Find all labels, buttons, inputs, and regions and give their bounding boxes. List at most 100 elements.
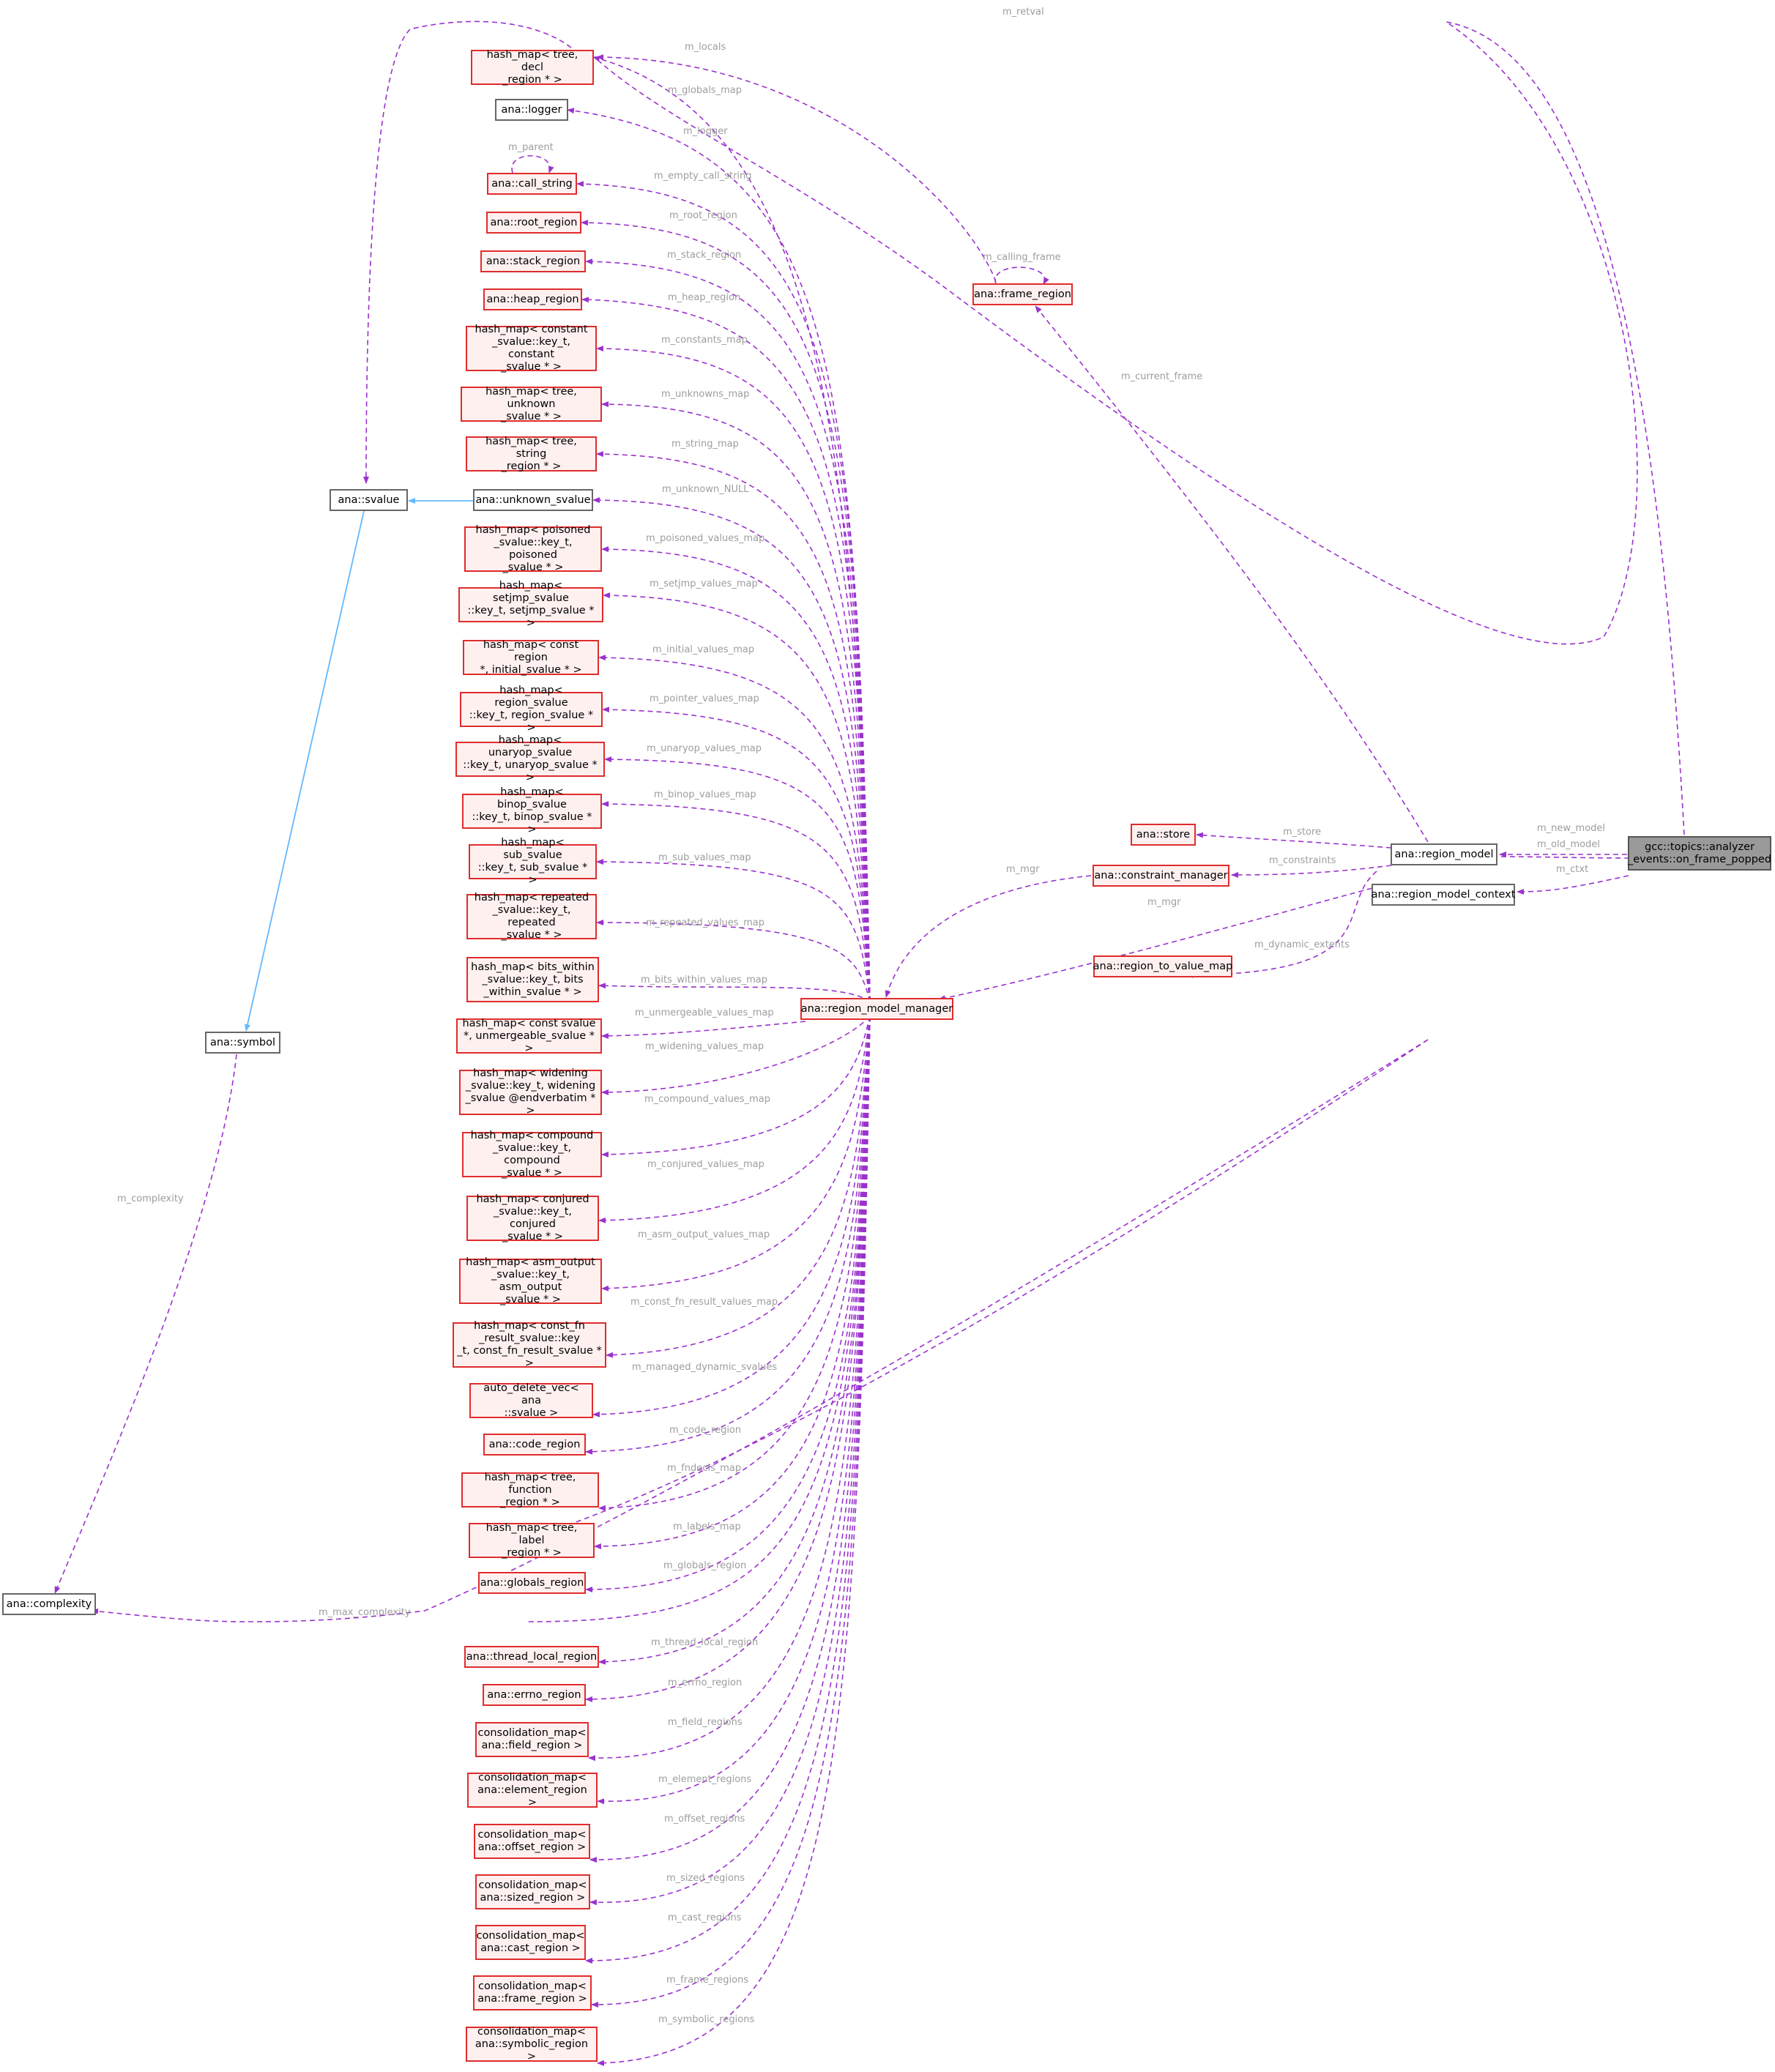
edge-initial-values-map bbox=[598, 655, 871, 1002]
edge-sized-regions bbox=[589, 1015, 871, 1906]
node-hash-map-label[interactable]: hash_map< tree, label _region * > bbox=[469, 1522, 595, 1559]
label-m-cast-regions: m_cast_regions bbox=[668, 1912, 742, 1923]
node-hash-map-constant[interactable]: hash_map< constant _svalue::key_t, const… bbox=[466, 324, 597, 373]
edge-complexity bbox=[54, 1054, 237, 1594]
label-m-fndecls-map: m_fndecls_map bbox=[667, 1463, 742, 1474]
edge-svalue-globals bbox=[363, 21, 572, 484]
label-m-repeated-values-map: m_repeated_values_map bbox=[646, 917, 764, 928]
node-constraint-manager[interactable]: ana::constraint_manager bbox=[1093, 865, 1229, 887]
node-hash-map-unknown[interactable]: hash_map< tree, unknown _svalue * > bbox=[461, 386, 602, 422]
edge-max-complexity-rmm bbox=[526, 1015, 871, 1622]
label-m-calling-frame: m_calling_frame bbox=[983, 252, 1061, 263]
edge-mgr-cm bbox=[885, 875, 1092, 998]
node-hash-map-bits-within[interactable]: hash_map< bits_within _svalue::key_t, bi… bbox=[466, 957, 599, 1002]
node-cm-offset-region[interactable]: consolidation_map< ana::offset_region > bbox=[474, 1824, 590, 1859]
node-call-string[interactable]: ana::call_string bbox=[487, 173, 577, 195]
label-m-parent: m_parent bbox=[508, 142, 554, 153]
label-m-initial-values-map: m_initial_values_map bbox=[652, 644, 755, 655]
label-m-mgr-cm: m_mgr bbox=[1006, 864, 1040, 875]
label-m-complexity: m_complexity bbox=[117, 1193, 184, 1204]
node-thread-local-region[interactable]: ana::thread_local_region bbox=[464, 1646, 599, 1668]
edge-pointer-values-map bbox=[602, 707, 871, 1002]
node-cm-element-region[interactable]: consolidation_map< ana::element_region > bbox=[467, 1772, 598, 1808]
edge-unmergeable-values-map bbox=[601, 1021, 806, 1039]
node-hash-map-widening[interactable]: hash_map< widening _svalue::key_t, widen… bbox=[459, 1067, 602, 1117]
label-m-globals-region: m_globals_region bbox=[663, 1560, 747, 1571]
label-m-widening-values-map: m_widening_values_map bbox=[645, 1041, 764, 1052]
edge-symbolic-regions bbox=[597, 1015, 871, 2066]
edge-old-model bbox=[1499, 856, 1630, 859]
node-region-model[interactable]: ana::region_model bbox=[1391, 843, 1497, 865]
node-hash-map-decl-region[interactable]: hash_map< tree, decl _region * > bbox=[471, 49, 594, 86]
edge-offset-regions bbox=[589, 1015, 871, 1863]
label-m-conjured-values-map: m_conjured_values_map bbox=[647, 1159, 764, 1170]
node-region-model-manager[interactable]: ana::region_model_manager bbox=[800, 998, 953, 1020]
label-m-locals: m_locals bbox=[685, 42, 726, 53]
node-cm-cast-region[interactable]: consolidation_map< ana::cast_region > bbox=[475, 1925, 586, 1960]
node-hash-map-sub[interactable]: hash_map< sub_svalue ::key_t, sub_svalue… bbox=[469, 837, 597, 886]
edge-mgr-rm bbox=[938, 885, 1381, 1002]
label-m-symbolic-regions: m_symbolic_regions bbox=[658, 2014, 755, 2025]
node-unknown-svalue[interactable]: ana::unknown_svalue bbox=[473, 489, 593, 511]
node-region-to-value-map[interactable]: ana::region_to_value_map bbox=[1093, 955, 1232, 977]
node-cm-field-region[interactable]: consolidation_map< ana::field_region > bbox=[475, 1722, 589, 1757]
node-hash-map-const-fn[interactable]: hash_map< const_fn _result_svalue::key _… bbox=[453, 1320, 606, 1369]
node-complexity[interactable]: ana::complexity bbox=[2, 1593, 96, 1615]
node-root-region[interactable]: ana::root_region bbox=[486, 212, 581, 234]
label-m-poisoned-values-map: m_poisoned_values_map bbox=[646, 533, 765, 544]
node-hash-map-setjmp[interactable]: hash_map< setjmp_svalue ::key_t, setjmp_… bbox=[458, 580, 603, 629]
label-m-sub-values-map: m_sub_values_map bbox=[658, 852, 751, 863]
edge-const-fn-result-values-map bbox=[606, 1015, 871, 1358]
node-globals-region[interactable]: ana::globals_region bbox=[478, 1572, 586, 1594]
label-m-store: m_store bbox=[1283, 827, 1322, 838]
node-hash-map-poisoned[interactable]: hash_map< poisoned _svalue::key_t, poiso… bbox=[464, 524, 602, 573]
node-hash-map-asm-output[interactable]: hash_map< asm_output _svalue::key_t, asm… bbox=[459, 1256, 602, 1305]
edge-asm-output-values-map bbox=[601, 1015, 871, 1292]
edge-max-complexity-2 bbox=[512, 1039, 1429, 1544]
node-hash-map-unmergeable[interactable]: hash_map< const svalue *, unmergeable_sv… bbox=[456, 1018, 602, 1054]
node-hash-map-string[interactable]: hash_map< tree, string _region * > bbox=[466, 436, 597, 472]
node-frame-region[interactable]: ana::frame_region bbox=[972, 283, 1073, 305]
node-on-frame-popped[interactable]: gcc::topics::analyzer _events::on_frame_… bbox=[1628, 836, 1771, 871]
label-m-code-region: m_code_region bbox=[669, 1425, 742, 1436]
node-stack-region[interactable]: ana::stack_region bbox=[480, 250, 586, 272]
label-m-setjmp-values-map: m_setjmp_values_map bbox=[650, 578, 758, 589]
edge-locals bbox=[596, 54, 997, 283]
node-hash-map-region-svalue[interactable]: hash_map< region_svalue ::key_t, region_… bbox=[460, 685, 603, 734]
node-svalue[interactable]: ana::svalue bbox=[330, 489, 408, 511]
edge-compound-values-map bbox=[601, 1015, 871, 1158]
node-auto-delete-vec[interactable]: auto_delete_vec< ana ::svalue > bbox=[469, 1382, 593, 1419]
edge-code-region bbox=[585, 1015, 871, 1455]
node-hash-map-binop[interactable]: hash_map< binop_svalue ::key_t, binop_sv… bbox=[462, 786, 602, 835]
label-m-current-frame: m_current_frame bbox=[1121, 371, 1203, 382]
label-m-sized-regions: m_sized_regions bbox=[666, 1873, 745, 1884]
edge-globals-region bbox=[585, 1015, 871, 1592]
node-hash-map-compound[interactable]: hash_map< compound _svalue::key_t, compo… bbox=[462, 1130, 602, 1179]
label-m-ctxt: m_ctxt bbox=[1556, 864, 1589, 875]
label-m-string-map: m_string_map bbox=[671, 439, 739, 450]
node-code-region[interactable]: ana::code_region bbox=[483, 1434, 586, 1456]
label-m-offset-regions: m_offset_regions bbox=[664, 1814, 745, 1825]
edge-repeated-values-map bbox=[596, 920, 871, 1002]
edge-max-complexity bbox=[91, 1039, 1429, 1622]
label-m-thread-local-region: m_thread_local_region bbox=[651, 1637, 759, 1648]
node-heap-region[interactable]: ana::heap_region bbox=[483, 288, 582, 310]
node-cm-sized-region[interactable]: consolidation_map< ana::sized_region > bbox=[475, 1874, 590, 1909]
node-store[interactable]: ana::store bbox=[1131, 824, 1196, 846]
node-region-model-context[interactable]: ana::region_model_context bbox=[1372, 884, 1515, 906]
node-cm-symbolic-region[interactable]: consolidation_map< ana::symbolic_region … bbox=[466, 2026, 598, 2062]
node-cm-frame-region[interactable]: consolidation_map< ana::frame_region > bbox=[473, 1975, 592, 2010]
node-logger[interactable]: ana::logger bbox=[495, 99, 568, 121]
node-symbol[interactable]: ana::symbol bbox=[205, 1032, 280, 1054]
edge-logger bbox=[567, 108, 871, 1002]
node-hash-map-unaryop[interactable]: hash_map< unaryop_svalue ::key_t, unaryo… bbox=[455, 734, 605, 783]
edge-ctxt bbox=[1517, 875, 1629, 895]
edge-bits-within-values-map bbox=[598, 983, 871, 1002]
edge-constraints bbox=[1231, 865, 1392, 878]
node-hash-map-function[interactable]: hash_map< tree, function _region * > bbox=[461, 1472, 599, 1508]
node-hash-map-conjured[interactable]: hash_map< conjured _svalue::key_t, conju… bbox=[466, 1193, 599, 1242]
node-errno-region[interactable]: ana::errno_region bbox=[483, 1684, 586, 1706]
node-hash-map-repeated[interactable]: hash_map< repeated _svalue::key_t, repea… bbox=[466, 892, 597, 941]
node-hash-map-initial[interactable]: hash_map< const region *, initial_svalue… bbox=[463, 639, 599, 676]
edge-fndecls-map bbox=[598, 1015, 871, 1511]
